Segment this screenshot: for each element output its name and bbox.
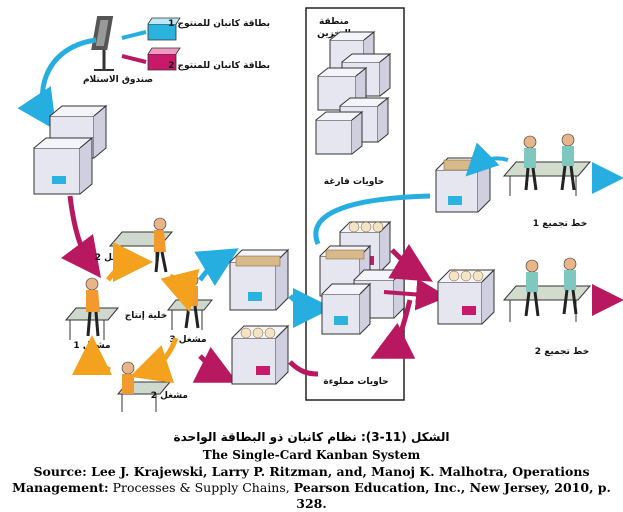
arrow-boxes-to-cell [61, 195, 101, 279]
assembly-2-box [437, 268, 496, 325]
figure-source: Source: Lee J. Krajewski, Larry P. Ritzm… [0, 464, 623, 512]
full-containers-stack [319, 220, 406, 335]
arrow-line1-return [465, 142, 509, 177]
kanban-card-product-2 [147, 47, 181, 71]
cell-arrow-2b-to-1 [72, 335, 113, 376]
figure-caption-english: The Single-Card Kanban System [202, 448, 421, 462]
worker-3-icon [166, 273, 214, 330]
arrow-full-to-line2 [383, 278, 448, 311]
full-box-product-1 [229, 248, 290, 311]
figure-caption-arabic: الشكل (11-3): نظام كانبان ذو البطاقة الو… [173, 430, 450, 444]
arrow-cell-to-full-box-1 [194, 248, 239, 287]
cell-arrow-3-to-2b [129, 337, 179, 384]
arrow-card2-to-mailbox [121, 54, 147, 64]
storage-area-frame [305, 7, 405, 401]
kanban-card-product-1 [147, 17, 181, 41]
storage-area-label-line2: التخزين [317, 29, 351, 39]
worker-1-icon [64, 277, 120, 340]
arrow-into-full-containers [370, 299, 416, 359]
kanban-diagram: بطاقة كانبان للمنتوج 1 بطاقة كانبان للمن… [17, 7, 623, 412]
mailbox-label: صندوق الاستلام [83, 75, 153, 85]
arrow-mailbox-to-boxes [17, 37, 97, 131]
storage-area-label-line1: منطقة [319, 17, 349, 27]
card1-label: بطاقة كانبان للمنتوج 1 [168, 19, 270, 29]
source-processes: Processes & Supply Chains, [108, 480, 294, 495]
empty-containers-stack [315, 30, 392, 155]
worker-2-top-icon [108, 217, 174, 273]
empty-containers-label: حاويات فارغة [324, 177, 384, 187]
incoming-empty-box-front [33, 136, 94, 195]
full-containers-label: حاويات مملوءة [323, 377, 388, 387]
production-cell-label: خلية إنتاج [125, 311, 167, 321]
mailbox-icon [91, 16, 114, 71]
worker-1-label: مشغل 1 [73, 341, 110, 351]
cell-arrow-2-to-3 [160, 268, 200, 313]
worker-3-label: مشغل 3 [169, 335, 206, 345]
source-publisher: Pearson Education, Inc., New Jersey, 201… [293, 480, 611, 511]
cell-arrow-1-to-2 [105, 242, 153, 283]
assembly-line-1-icon [502, 133, 623, 196]
full-box-product-2 [231, 324, 290, 385]
worker-2-top-label: مشغل 2 [95, 253, 132, 263]
arrow-assembly1-to-empty [313, 193, 431, 245]
arrow-full-box-1-to-storage [288, 287, 333, 328]
source-management: Management: [12, 480, 109, 495]
assembly-line-2-icon [502, 257, 623, 322]
arrow-storage-to-assembly2 [388, 243, 433, 282]
source-line-1: Source: Lee J. Krajewski, Larry P. Ritzm… [33, 464, 590, 479]
assembly-line-2-label: خط تجميع 2 [535, 347, 589, 357]
arrow-full-box-2-to-storage [288, 360, 319, 377]
arrow-card1-to-mailbox [121, 30, 147, 40]
card2-label: بطاقة كانبان للمنتوج 2 [168, 61, 270, 71]
worker-2-bottom-label: مشغل 2 [151, 391, 188, 401]
arrow-cell-to-full-box-2 [192, 346, 238, 383]
assembly-line-1-label: خط تجميع 1 [533, 219, 587, 229]
assembly-1-box [435, 156, 492, 213]
